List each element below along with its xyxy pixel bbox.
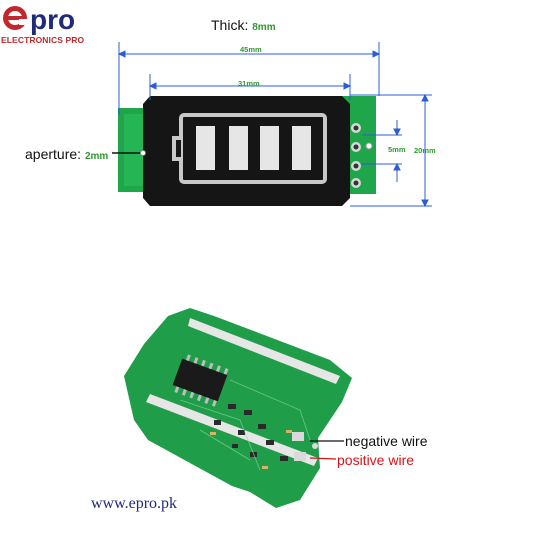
positive-wire-label: positive wire [337, 452, 415, 468]
thickness-value: 8mm [252, 22, 276, 33]
battery-bar [196, 126, 215, 170]
thickness-prefix: Thick: [211, 17, 253, 33]
dimension-display-width: 31mm [238, 79, 260, 88]
battery-bar [229, 126, 248, 170]
thickness-label: Thick: 8mm [211, 17, 276, 33]
aperture-value: 2mm [84, 151, 109, 162]
dimension-hole-spacing: 5mm [388, 145, 406, 154]
dimension-total-width: 45mm [240, 45, 262, 54]
negative-wire-label: negative wire [345, 433, 428, 449]
brand-tagline: ELECTRONICS PRO [1, 35, 85, 45]
battery-bar [260, 126, 279, 170]
aperture-label: aperture: 2mm [25, 146, 108, 162]
battery-bar [292, 126, 311, 170]
brand-name: pro [30, 4, 75, 35]
aperture-prefix: aperture: [25, 146, 85, 162]
pcb-board-photo [124, 308, 352, 508]
website-link[interactable]: www.epro.pk [91, 495, 178, 512]
dimension-height: 20mm [414, 146, 436, 155]
brand-logo: pro [3, 4, 75, 35]
